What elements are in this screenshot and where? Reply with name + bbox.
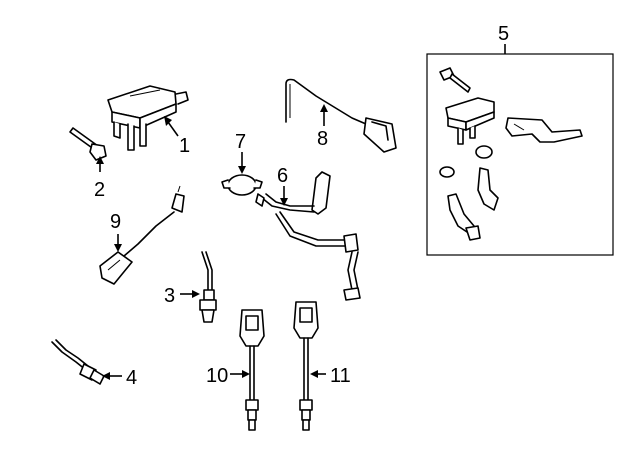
vacuum-cap-icon xyxy=(221,174,263,196)
callout-3: 3 xyxy=(164,285,175,307)
callout-11: 11 xyxy=(330,365,351,387)
oxygen-sensor-3-icon xyxy=(199,251,217,323)
arrow-4 xyxy=(102,372,110,380)
exhaust-pressure-sensor-kit-icon xyxy=(439,67,583,241)
arrow-3 xyxy=(192,290,200,298)
leader-1 xyxy=(167,121,179,137)
bolt-icon xyxy=(69,127,107,161)
arrow-7 xyxy=(238,166,246,174)
arrow-11 xyxy=(310,370,318,378)
callout-7: 7 xyxy=(235,131,246,153)
kit-clamp-icon xyxy=(475,145,493,159)
sensor-tube-icon xyxy=(255,171,361,301)
temperature-sensor-icon xyxy=(51,339,105,385)
wiring-harness-icon xyxy=(285,78,397,153)
oxygen-sensor-icon xyxy=(99,185,185,285)
pressure-sensor-icon xyxy=(107,85,189,151)
callout-10: 10 xyxy=(206,365,228,387)
callout-1: 1 xyxy=(179,135,190,157)
arrow-9 xyxy=(114,244,122,252)
callout-2: 2 xyxy=(94,179,105,201)
callout-4: 4 xyxy=(126,367,137,389)
arrow-1 xyxy=(164,116,172,126)
arrow-6 xyxy=(280,198,288,206)
callout-9: 9 xyxy=(110,211,121,233)
temperature-sensor-11-icon xyxy=(293,301,319,431)
callout-8: 8 xyxy=(317,128,328,150)
kit-box xyxy=(426,53,614,256)
temperature-sensor-10-icon xyxy=(239,309,265,431)
arrow-10 xyxy=(242,370,250,378)
kit-bracket-icon xyxy=(505,117,583,143)
callout-5: 5 xyxy=(498,23,509,45)
arrow-8 xyxy=(320,104,328,112)
callout-6: 6 xyxy=(277,165,288,187)
arrow-2 xyxy=(96,156,104,164)
